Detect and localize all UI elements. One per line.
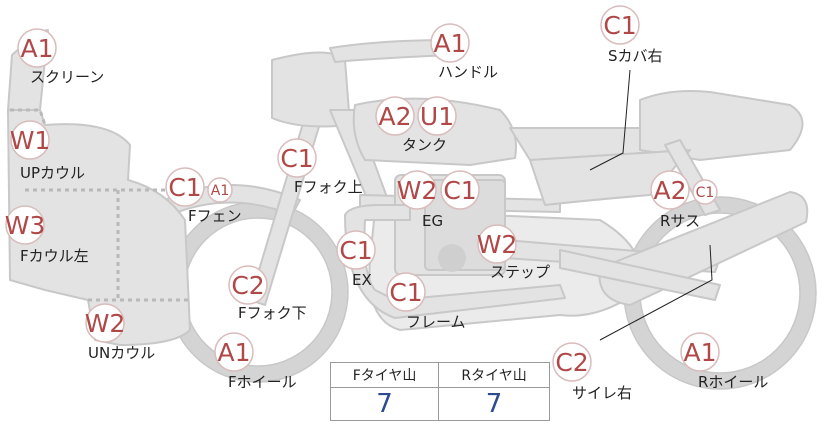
grade-circle: [207, 177, 233, 203]
part-label: UNカウル: [88, 344, 155, 362]
grade-circle: [336, 230, 376, 270]
grade-circle: [17, 28, 57, 68]
part-label: サイレ右: [572, 384, 632, 402]
part-label: タンク: [402, 136, 447, 154]
grade-circle: [477, 224, 517, 264]
grade-code: W2: [85, 309, 126, 338]
part-label: EX: [352, 271, 372, 289]
part-label: Fフォク上: [294, 178, 363, 196]
grade-circle: [397, 170, 437, 210]
grade-code: C1: [280, 144, 313, 173]
rear-tire-value: 7: [438, 387, 550, 421]
grade-code: C1: [443, 176, 476, 205]
part-label: Sカバ右: [608, 47, 663, 65]
grade-circle: [228, 265, 268, 305]
grade-code: C1: [696, 185, 715, 201]
grade-code: C1: [339, 236, 372, 265]
grade-code: A2: [653, 176, 686, 205]
part-silencer-right: C2 サイレ右: [552, 342, 632, 402]
grade-code: A1: [211, 183, 229, 199]
part-label: Rサス: [660, 212, 700, 230]
tire-tread-table: Fタイヤ山 Rタイヤ山 7 7: [329, 362, 550, 421]
grade-code: W3: [5, 211, 46, 240]
part-label: EG: [422, 212, 443, 230]
part-frame: C1 フレーム: [386, 272, 466, 331]
front-tire-value: 7: [329, 387, 440, 421]
rear-tire-header: Rタイヤ山: [438, 362, 550, 388]
part-screen: A1 スクリーン: [17, 28, 104, 86]
part-tank: A2 U1 タンク: [375, 96, 457, 154]
grade-circle: [375, 96, 415, 136]
grade-circle: [165, 167, 205, 207]
part-label: UPカウル: [20, 164, 85, 182]
grade-code: C1: [168, 173, 201, 202]
grade-code: A2: [378, 102, 411, 131]
grade-circle: [85, 303, 125, 343]
grade-code: C1: [389, 278, 422, 307]
grade-code: W2: [477, 230, 518, 259]
front-tire-header: Fタイヤ山: [329, 362, 440, 388]
grade-circle: [430, 23, 470, 63]
cowl-division-lines: [10, 108, 190, 302]
grade-circle: [692, 179, 718, 205]
part-label: ハンドル: [438, 63, 498, 81]
part-label: フレーム: [406, 313, 466, 331]
grade-code: U1: [420, 102, 454, 131]
part-label: Fフォク下: [238, 304, 307, 322]
part-label: Fホイール: [228, 373, 297, 391]
grade-circle: [440, 170, 480, 210]
grade-circle: [214, 332, 254, 372]
grade-circle: [650, 170, 690, 210]
grade-code: C1: [603, 11, 636, 40]
grade-circle: [277, 138, 317, 178]
part-label: Fフェン: [188, 207, 242, 225]
part-label: Fカウル左: [20, 247, 89, 265]
grade-circle: [5, 205, 45, 245]
part-label: ステップ: [490, 263, 550, 281]
grade-circle: [386, 272, 426, 312]
grade-code: C2: [555, 348, 588, 377]
part-label: Rホイール: [698, 373, 768, 391]
grade-code: W1: [10, 126, 51, 155]
grade-code: C2: [231, 271, 264, 300]
part-step: W2 ステップ: [477, 224, 550, 281]
grade-circle: [10, 120, 50, 160]
grade-circle: [680, 332, 720, 372]
part-handle: A1 ハンドル: [430, 23, 498, 81]
grade-circle: [552, 342, 592, 382]
grade-code: A1: [433, 29, 466, 58]
part-label: スクリーン: [30, 68, 104, 86]
grade-circle: [600, 5, 640, 45]
grade-code: W2: [397, 176, 438, 205]
leader-lines: [589, 69, 713, 341]
grade-circle: [417, 96, 457, 136]
grade-code: A1: [217, 338, 250, 367]
grade-code: A1: [20, 34, 53, 63]
grade-code: A1: [683, 338, 716, 367]
